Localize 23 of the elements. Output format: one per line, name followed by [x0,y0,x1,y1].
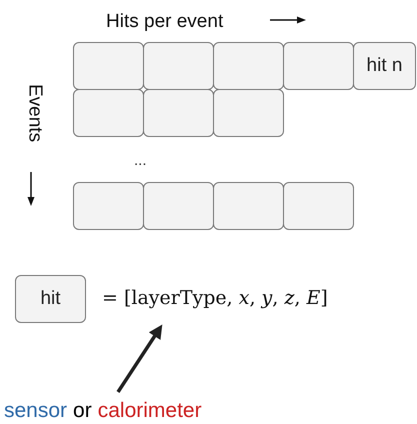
hit-box [73,182,144,230]
ellipsis-text: ... [134,151,147,171]
annotation-text: or [73,398,92,424]
formula-text: = [layerType, x, y, z, E] [102,286,328,311]
hit-box [73,89,144,137]
hit-box [283,182,354,230]
hit-box [143,182,214,230]
hit-box [213,42,284,90]
hit-box [213,89,284,137]
axis-label: Events [24,84,46,142]
hit-box [353,42,416,90]
hit-box [143,89,214,137]
hit-box [213,182,284,230]
hit-box [73,42,144,90]
hit-box [283,42,354,90]
hit-box [15,275,86,323]
arrow [116,324,162,393]
hit-label: hit [40,286,61,311]
annotation-text: sensor [4,398,68,424]
annotation-text: calorimeter [98,398,202,424]
hit-box [143,42,214,90]
hit-label: hit n [366,54,402,78]
axis-label: Hits per event [106,10,224,34]
